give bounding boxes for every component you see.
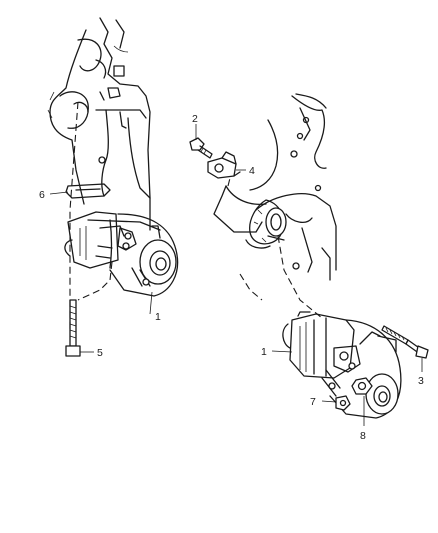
left-long-bolt bbox=[65, 299, 81, 357]
callout-1-right: 1 bbox=[261, 346, 267, 358]
small-bolt bbox=[189, 137, 213, 159]
left-alignment-line-2 bbox=[77, 261, 113, 301]
right-alignment-line bbox=[277, 235, 323, 319]
small-nut bbox=[335, 395, 351, 411]
right-alignment-line-2 bbox=[239, 273, 263, 301]
callout-8: 8 bbox=[360, 430, 366, 442]
left-engine-block bbox=[47, 17, 151, 231]
right-engine-block bbox=[213, 93, 337, 281]
clip-part bbox=[207, 151, 241, 179]
large-nut bbox=[351, 377, 373, 395]
callout-3: 3 bbox=[418, 375, 424, 387]
right-starter-motor bbox=[282, 311, 402, 419]
callout-5: 5 bbox=[97, 347, 103, 359]
callout-7: 7 bbox=[310, 396, 316, 408]
callout-leaders bbox=[49, 124, 423, 426]
callout-1-left: 1 bbox=[155, 311, 161, 323]
right-long-bolt bbox=[381, 325, 429, 359]
left-alignment-line bbox=[69, 101, 79, 330]
callout-4: 4 bbox=[249, 165, 255, 177]
bracket-part bbox=[65, 183, 111, 199]
left-starter-motor bbox=[64, 211, 179, 297]
callout-6: 6 bbox=[39, 189, 45, 201]
callout-2: 2 bbox=[192, 113, 198, 125]
